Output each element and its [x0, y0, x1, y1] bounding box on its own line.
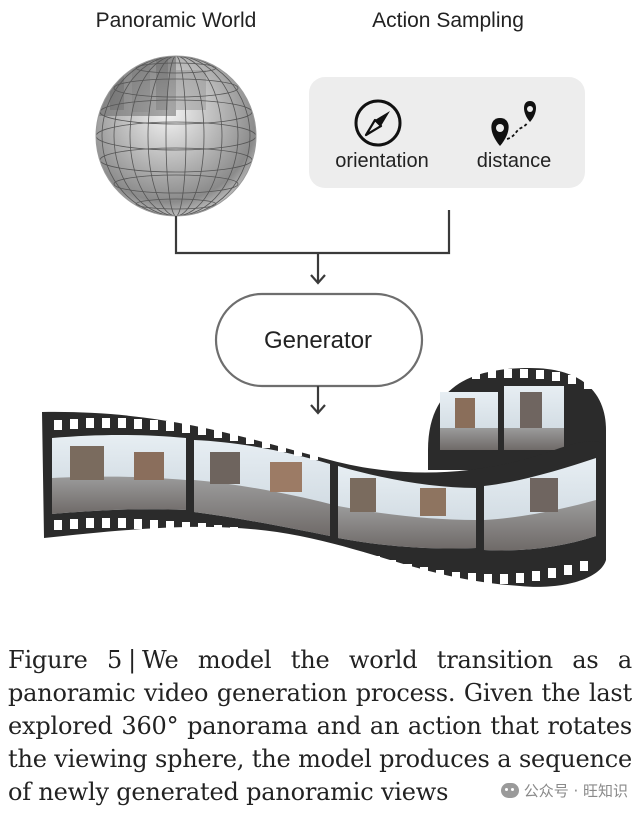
watermark-text: 公众号 · 旺知识 — [523, 782, 628, 800]
watermark: 公众号 · 旺知识 — [500, 780, 628, 801]
distance-label: distance — [477, 150, 552, 172]
panoramic-world-label: Panoramic World — [96, 9, 257, 32]
caption-text: We model the world transition as a panor… — [8, 646, 632, 806]
figure-caption: Figure 5|We model the world transition a… — [8, 644, 632, 809]
compass-icon — [354, 99, 402, 147]
action-sampling-box — [309, 77, 585, 188]
generator-output-arrow — [310, 386, 326, 415]
panoramic-sphere — [95, 55, 257, 217]
film-strip — [42, 368, 606, 587]
merge-connector — [174, 210, 451, 285]
map-pins-icon — [491, 101, 536, 146]
action-sampling-label: Action Sampling — [372, 9, 524, 32]
wechat-icon — [500, 783, 519, 798]
generator-label: Generator — [264, 327, 372, 354]
figure-number: Figure 5 — [8, 646, 123, 674]
caption-separator: | — [128, 646, 136, 674]
panoramic-world-figure: Panoramic World Action Sampling — [42, 9, 606, 587]
orientation-label: orientation — [335, 150, 428, 172]
